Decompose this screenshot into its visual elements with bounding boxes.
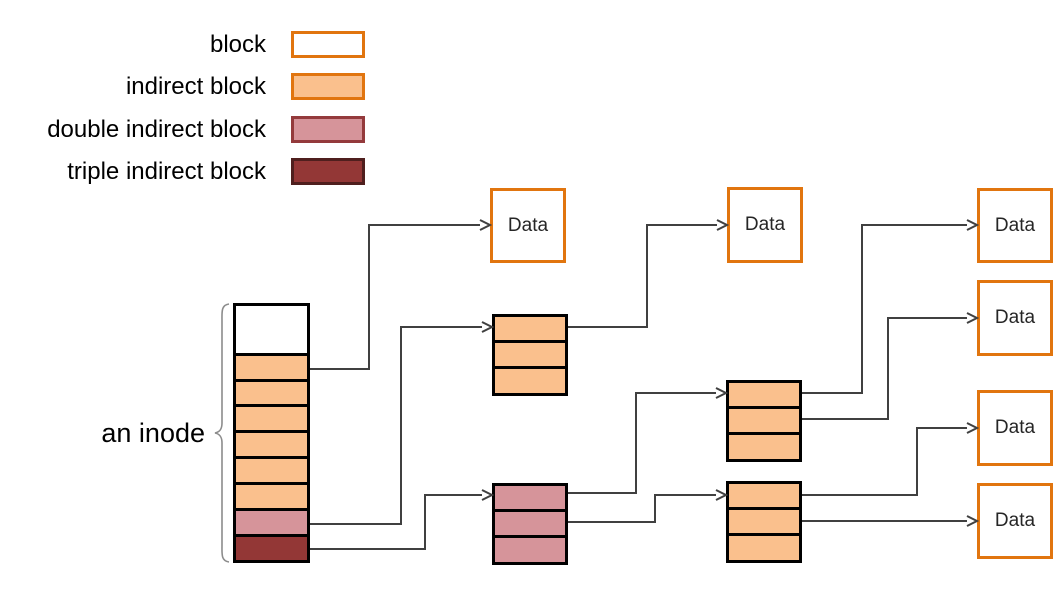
connector-stack1-to-data2 — [568, 219, 730, 328]
indirect-block-row — [492, 314, 568, 343]
data-block-label: Data — [507, 214, 549, 236]
indirect-block-row — [492, 366, 568, 396]
double-indirect-block-row — [492, 483, 568, 512]
indirect-block-row — [726, 432, 802, 462]
inode-cell-triple-indirect — [233, 534, 310, 563]
indirect-block-row — [726, 406, 802, 435]
connector-inode-to-stack1 — [310, 321, 495, 525]
indirect-block-row — [726, 533, 802, 563]
double-indirect-block-row — [492, 509, 568, 538]
double-indirect-block-stack — [492, 483, 568, 565]
legend-label-double-indirect: double indirect block — [47, 116, 266, 143]
legend-label-indirect-block: indirect block — [125, 73, 266, 100]
data-block-3: Data — [977, 188, 1053, 263]
indirect-block-row — [492, 340, 568, 369]
legend-label-block: block — [209, 31, 266, 58]
connector-double-to-stack2 — [568, 387, 729, 494]
legend-swatch-double-indirect — [291, 116, 365, 143]
indirect-block-stack-2 — [726, 380, 802, 462]
legend-swatch-indirect-block — [291, 73, 365, 100]
indirect-block-stack-3 — [726, 481, 802, 563]
connector-stack2-to-data4 — [802, 312, 980, 420]
data-block-1: Data — [490, 188, 566, 263]
inode-column — [233, 303, 310, 563]
data-block-4: Data — [977, 280, 1053, 356]
indirect-block-row — [726, 507, 802, 536]
inode-label: an inode — [101, 418, 205, 448]
data-block-2: Data — [727, 187, 803, 263]
indirect-block-stack-1 — [492, 314, 568, 396]
inode-brace — [214, 303, 230, 563]
connector-stack3-to-data5 — [802, 422, 980, 496]
inode-cell-block — [233, 303, 310, 356]
indirect-block-row — [726, 481, 802, 510]
connector-inode-to-data1 — [310, 219, 493, 370]
indirect-block-row — [726, 380, 802, 409]
connector-double-to-stack3 — [568, 489, 729, 523]
double-indirect-block-row — [492, 535, 568, 565]
legend-swatch-block — [291, 31, 365, 58]
data-block-label: Data — [994, 214, 1036, 236]
data-block-label: Data — [994, 307, 1036, 328]
data-block-label: Data — [744, 214, 786, 235]
legend-label-triple-indirect: triple indirect block — [67, 158, 266, 185]
data-block-6: Data — [977, 483, 1053, 559]
connector-stack2-to-data3 — [802, 219, 980, 394]
data-block-label: Data — [994, 510, 1036, 531]
connector-inode-to-double — [310, 489, 495, 550]
legend-swatch-triple-indirect — [291, 158, 365, 185]
data-block-5: Data — [977, 390, 1053, 466]
data-block-label: Data — [994, 417, 1036, 438]
